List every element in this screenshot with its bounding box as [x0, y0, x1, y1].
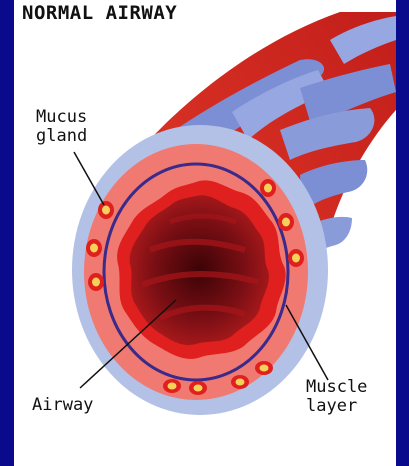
mucus-gland-label-line2: gland	[36, 126, 87, 146]
diagram-title: NORMAL AIRWAY	[22, 2, 177, 24]
mucus-gland-label: Mucus gland	[36, 108, 87, 146]
muscle-layer-label-line2: layer	[306, 396, 357, 416]
muscle-layer-label: Muscle layer	[306, 378, 367, 416]
airway-cross-section	[72, 125, 328, 415]
muscle-layer-label-line1: Muscle	[306, 377, 367, 397]
mucus-gland-leader	[74, 152, 104, 205]
airway-label: Airway	[32, 396, 93, 415]
mucus-gland-label-line1: Mucus	[36, 107, 87, 127]
